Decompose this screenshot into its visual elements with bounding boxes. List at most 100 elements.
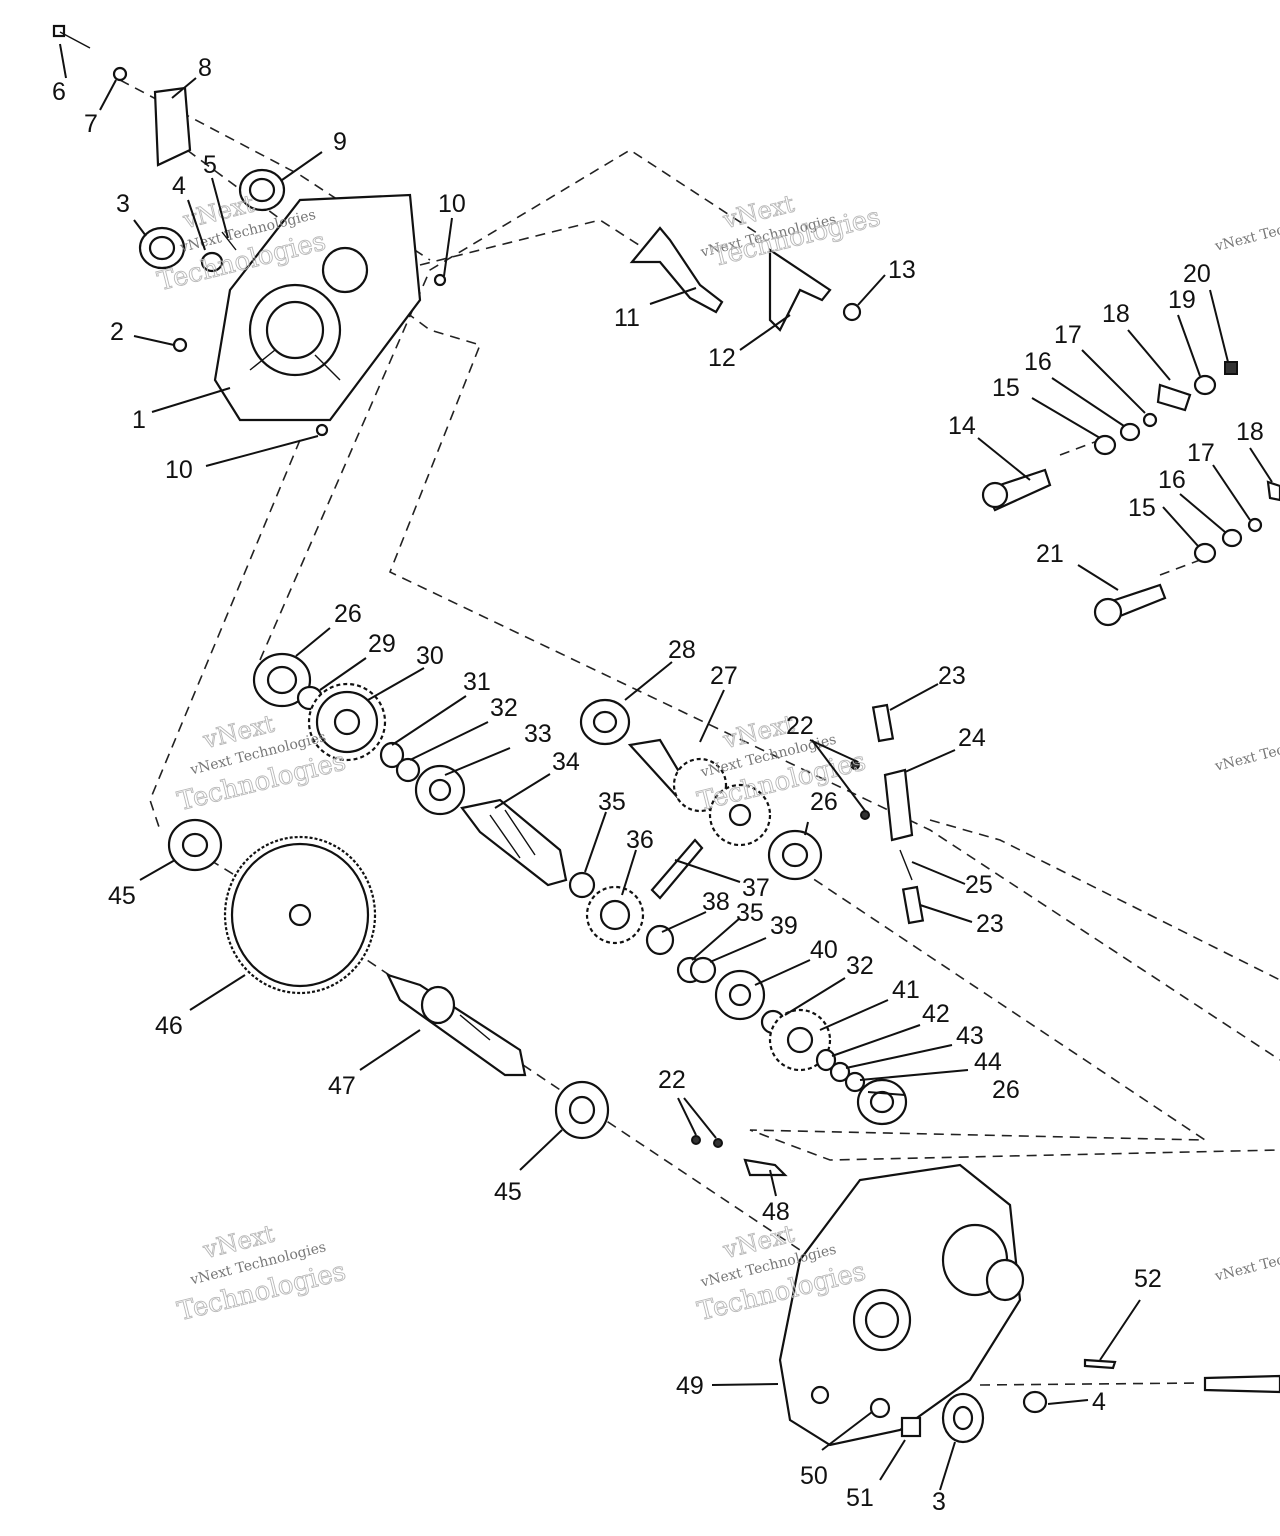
callout-37: 37 (742, 874, 770, 902)
bushing-part-4-top (200, 251, 224, 273)
lever-part-18-top (1156, 383, 1192, 412)
callout-16-bottom: 16 (1158, 466, 1186, 494)
clip-part-48 (743, 1158, 788, 1177)
callout-17-top: 17 (1054, 321, 1082, 349)
bearing-part-45-a (167, 818, 223, 872)
bracket-part-8 (153, 86, 192, 167)
callout-35-b: 35 (736, 899, 764, 927)
case-half-part-1 (213, 193, 422, 422)
shift-fork-part-11 (629, 226, 724, 314)
gear-part-41 (768, 1008, 832, 1072)
callout-13: 13 (888, 256, 916, 284)
callout-9: 9 (333, 128, 347, 156)
callout-32-b: 32 (846, 952, 874, 980)
washer-part-43 (829, 1061, 851, 1083)
bearing-part-26-b (767, 829, 823, 881)
callout-16-top: 16 (1024, 348, 1052, 376)
callout-19: 19 (1168, 286, 1196, 314)
washer-part-32-a (395, 757, 421, 783)
shaft-part-27 (627, 738, 772, 847)
callout-4-bottom: 4 (1092, 1388, 1106, 1416)
callout-51: 51 (846, 1484, 874, 1512)
callout-3-top: 3 (116, 190, 130, 218)
callout-44: 44 (974, 1048, 1002, 1076)
washer-part-16-top (1119, 422, 1141, 442)
bearing-part-26-c (856, 1078, 908, 1126)
callout-10-top: 10 (438, 190, 466, 218)
callout-36: 36 (626, 826, 654, 854)
gear-part-30 (307, 682, 387, 762)
callout-2: 2 (110, 318, 124, 346)
watermark-small-7: vNext Technologies (1212, 206, 1280, 255)
washer-part-7 (112, 66, 128, 82)
leader-lines (59, 43, 1273, 1491)
callout-21: 21 (1036, 540, 1064, 568)
callout-23-bottom: 23 (976, 910, 1004, 938)
snap-ring-part-35-a (568, 871, 596, 899)
seal-part-3-top (138, 226, 186, 270)
callout-41: 41 (892, 976, 920, 1004)
plunger-part-23-bottom (901, 885, 925, 925)
chain-part-37 (650, 838, 704, 900)
callout-26-c: 26 (992, 1076, 1020, 1104)
washer-part-16-bottom (1221, 528, 1243, 548)
shaft-partial-right-edge (1203, 1374, 1280, 1394)
callout-5: 5 (203, 151, 217, 179)
callout-27: 27 (710, 662, 738, 690)
parts-art (52, 24, 1280, 1447)
callout-23-top: 23 (938, 662, 966, 690)
callout-numbers: 6 7 8 9 3 4 5 10 2 1 10 11 12 13 14 15 1… (52, 54, 1264, 1516)
callout-49: 49 (676, 1372, 704, 1400)
callout-42: 42 (922, 1000, 950, 1028)
pin-part-5 (221, 231, 237, 251)
plunger-part-23-top (871, 703, 895, 743)
nut-part-20 (1224, 361, 1238, 375)
gear-part-36 (585, 885, 645, 945)
callout-26-a: 26 (334, 600, 362, 628)
callout-22-top: 22 (786, 712, 814, 740)
bracket-part-24 (883, 768, 914, 842)
gear-part-46 (223, 835, 377, 995)
spring-part-25 (899, 849, 913, 881)
callout-28: 28 (668, 636, 696, 664)
ball-part-22-bottom-a (691, 1135, 701, 1145)
callout-14: 14 (948, 412, 976, 440)
lever-part-18-bottom (1266, 480, 1280, 502)
shift-shaft-part-21 (1093, 583, 1167, 627)
washer-part-39 (689, 956, 717, 984)
callout-22-bottom: 22 (658, 1066, 686, 1094)
collar-part-33 (414, 764, 466, 816)
callout-18-top: 18 (1102, 300, 1130, 328)
callout-31: 31 (463, 668, 491, 696)
bolt-part-6 (52, 24, 91, 49)
callout-18-bottom: 18 (1236, 418, 1264, 446)
callout-6: 6 (52, 78, 66, 106)
needle-bearing-part-38 (645, 924, 675, 956)
callout-8: 8 (198, 54, 212, 82)
callout-46: 46 (155, 1012, 183, 1040)
callout-20: 20 (1183, 260, 1211, 288)
washer-part-50 (869, 1397, 891, 1419)
washer-part-15-bottom (1193, 542, 1217, 564)
callout-11: 11 (614, 304, 640, 332)
washer-part-19 (1193, 374, 1217, 396)
callout-25: 25 (965, 871, 993, 899)
clip-part-17-top (1142, 412, 1158, 428)
callout-1: 1 (132, 406, 146, 434)
shift-fork-part-12 (768, 247, 832, 332)
callout-48: 48 (762, 1198, 790, 1226)
plug-part-51 (900, 1416, 922, 1438)
bearing-part-28 (579, 698, 631, 746)
plug-part-4-bottom (1022, 1390, 1048, 1414)
washer-part-15-top (1093, 434, 1117, 456)
callout-33: 33 (524, 720, 552, 748)
callout-26-b: 26 (810, 788, 838, 816)
bearing-part-26-a (252, 652, 312, 708)
callout-47: 47 (328, 1072, 356, 1100)
callout-34: 34 (552, 748, 580, 776)
callout-32-a: 32 (490, 694, 518, 722)
shift-shaft-part-14 (981, 468, 1052, 512)
callout-10-bottom: 10 (165, 456, 193, 484)
dowel-part-10-bottom (315, 423, 329, 437)
